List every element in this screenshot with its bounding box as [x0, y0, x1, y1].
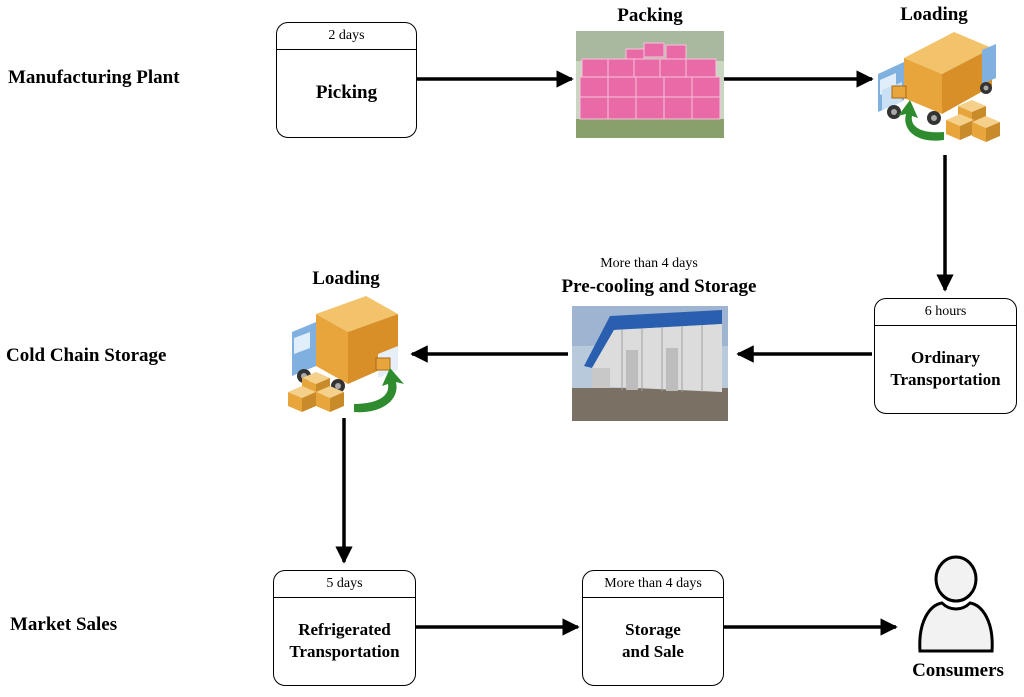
storage-and-sale-box: More than 4 days Storage and Sale	[582, 570, 724, 686]
cardboard-boxes-icon	[288, 372, 344, 412]
cardboard-boxes-icon	[946, 100, 1000, 142]
ordinary-duration: 6 hours	[875, 299, 1016, 326]
storage-sale-label-line2: and Sale	[622, 642, 684, 661]
refrigerated-label-line1: Refrigerated	[298, 620, 391, 639]
green-loading-arrow-icon	[354, 368, 404, 413]
row-label-cold-chain-storage: Cold Chain Storage	[6, 345, 167, 366]
precooling-heading: Pre-cooling and Storage	[561, 276, 757, 297]
consumers-label: Consumers	[912, 660, 1004, 681]
picking-duration: 2 days	[277, 23, 416, 50]
ordinary-label-line2: Transportation	[890, 370, 1001, 389]
storage-sale-label-line1: Storage	[625, 620, 681, 639]
row-label-manufacturing-plant: Manufacturing Plant	[8, 67, 180, 88]
ordinary-label: Ordinary Transportation	[875, 325, 1016, 413]
storage-sale-label: Storage and Sale	[583, 597, 723, 685]
loading-heading-2: Loading	[312, 268, 380, 289]
consumer-person-icon	[918, 555, 994, 653]
packing-photo	[576, 31, 724, 138]
green-loading-arrow-icon	[898, 100, 944, 141]
ordinary-label-line1: Ordinary	[911, 348, 980, 367]
refrigerated-duration: 5 days	[274, 571, 415, 598]
loading-truck-group-1	[878, 32, 1000, 142]
warehouse-photo	[572, 306, 728, 421]
refrigerated-label: Refrigerated Transportation	[274, 597, 415, 685]
delivery-truck-icon	[878, 32, 996, 125]
packing-heading: Packing	[617, 5, 683, 26]
ordinary-transportation-box: 6 hours Ordinary Transportation	[874, 298, 1017, 414]
picking-label: Picking	[315, 82, 378, 103]
picking-step-box: 2 days Picking	[276, 22, 417, 138]
refrigerated-transportation-box: 5 days Refrigerated Transportation	[273, 570, 416, 686]
refrigerated-label-line2: Transportation	[289, 642, 400, 661]
loading-heading-1: Loading	[900, 4, 968, 25]
row-label-market-sales: Market Sales	[10, 614, 118, 635]
precooling-duration: More than 4 days	[600, 256, 698, 271]
storage-sale-duration: More than 4 days	[583, 571, 723, 598]
delivery-truck-icon	[292, 296, 398, 393]
loading-truck-group-2	[288, 296, 404, 413]
